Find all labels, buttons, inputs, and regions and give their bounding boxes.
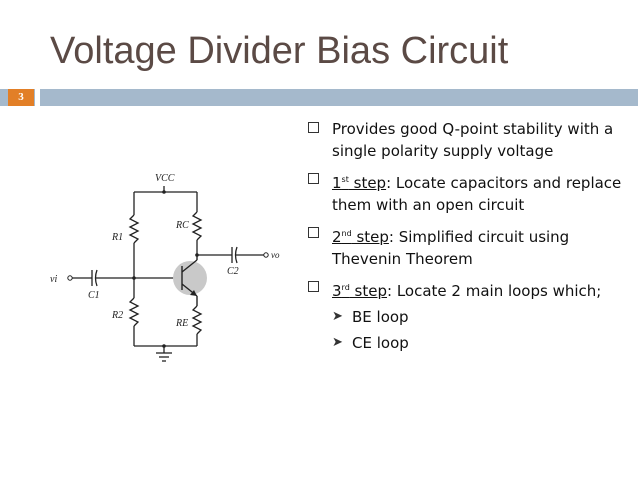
voltage-divider-circuit-diagram: VCC R1 RC R2 RE C1 C2 vi vo (50, 173, 280, 362)
bullet-text: Provides good Q-point stability with a s… (332, 120, 614, 160)
rc-label: RC (175, 220, 189, 231)
bullet-text: : Locate 2 main loops which; (387, 282, 602, 300)
bullet-item: 2nd step: Simplified circuit using Theve… (308, 223, 633, 270)
bullet-list: Provides good Q-point stability with a s… (308, 118, 633, 361)
bullet-item: Provides good Q-point stability with a s… (308, 118, 633, 162)
step-label: 2nd step (332, 228, 389, 246)
re-label: RE (175, 318, 188, 329)
sub-bullet-item: ➤ BE loop (332, 306, 633, 328)
slide-title: Voltage Divider Bias Circuit (50, 30, 509, 72)
r1-resistor (128, 214, 140, 244)
c1-label: C1 (88, 290, 100, 301)
step-label: 3rd step (332, 282, 387, 300)
bullet-text: : Simplified circuit using Thevenin Theo… (332, 228, 570, 268)
re-resistor (191, 305, 203, 335)
arrow-bullet-icon: ➤ (332, 335, 343, 350)
r1-label: R1 (111, 232, 123, 243)
arrow-bullet-icon: ➤ (332, 309, 343, 324)
r2-label: R2 (111, 310, 123, 321)
bullet-item: 3rd step: Locate 2 main loops which; ➤ B… (308, 277, 633, 354)
bullet-text: : Locate capacitors and replace them wit… (332, 174, 622, 214)
square-bullet-icon (308, 227, 319, 238)
square-bullet-icon (308, 122, 319, 133)
sub-bullet-item: ➤ CE loop (332, 332, 633, 354)
sub-bullet-text: BE loop (352, 308, 409, 326)
square-bullet-icon (308, 281, 319, 292)
vcc-label: VCC (155, 173, 175, 184)
page-number-badge: 3 (8, 89, 34, 106)
sub-bullet-text: CE loop (352, 334, 409, 352)
sub-bullet-list: ➤ BE loop ➤ CE loop (332, 306, 633, 354)
r2-resistor (128, 297, 140, 327)
c2-label: C2 (227, 266, 239, 277)
vi-label: vi (50, 274, 57, 285)
header-rule (40, 89, 638, 106)
bullet-item: 1st step: Locate capacitors and replace … (308, 169, 633, 216)
rc-resistor (191, 211, 203, 241)
vo-label: vo (271, 250, 280, 260)
step-label: 1st step (332, 174, 387, 192)
square-bullet-icon (308, 173, 319, 184)
